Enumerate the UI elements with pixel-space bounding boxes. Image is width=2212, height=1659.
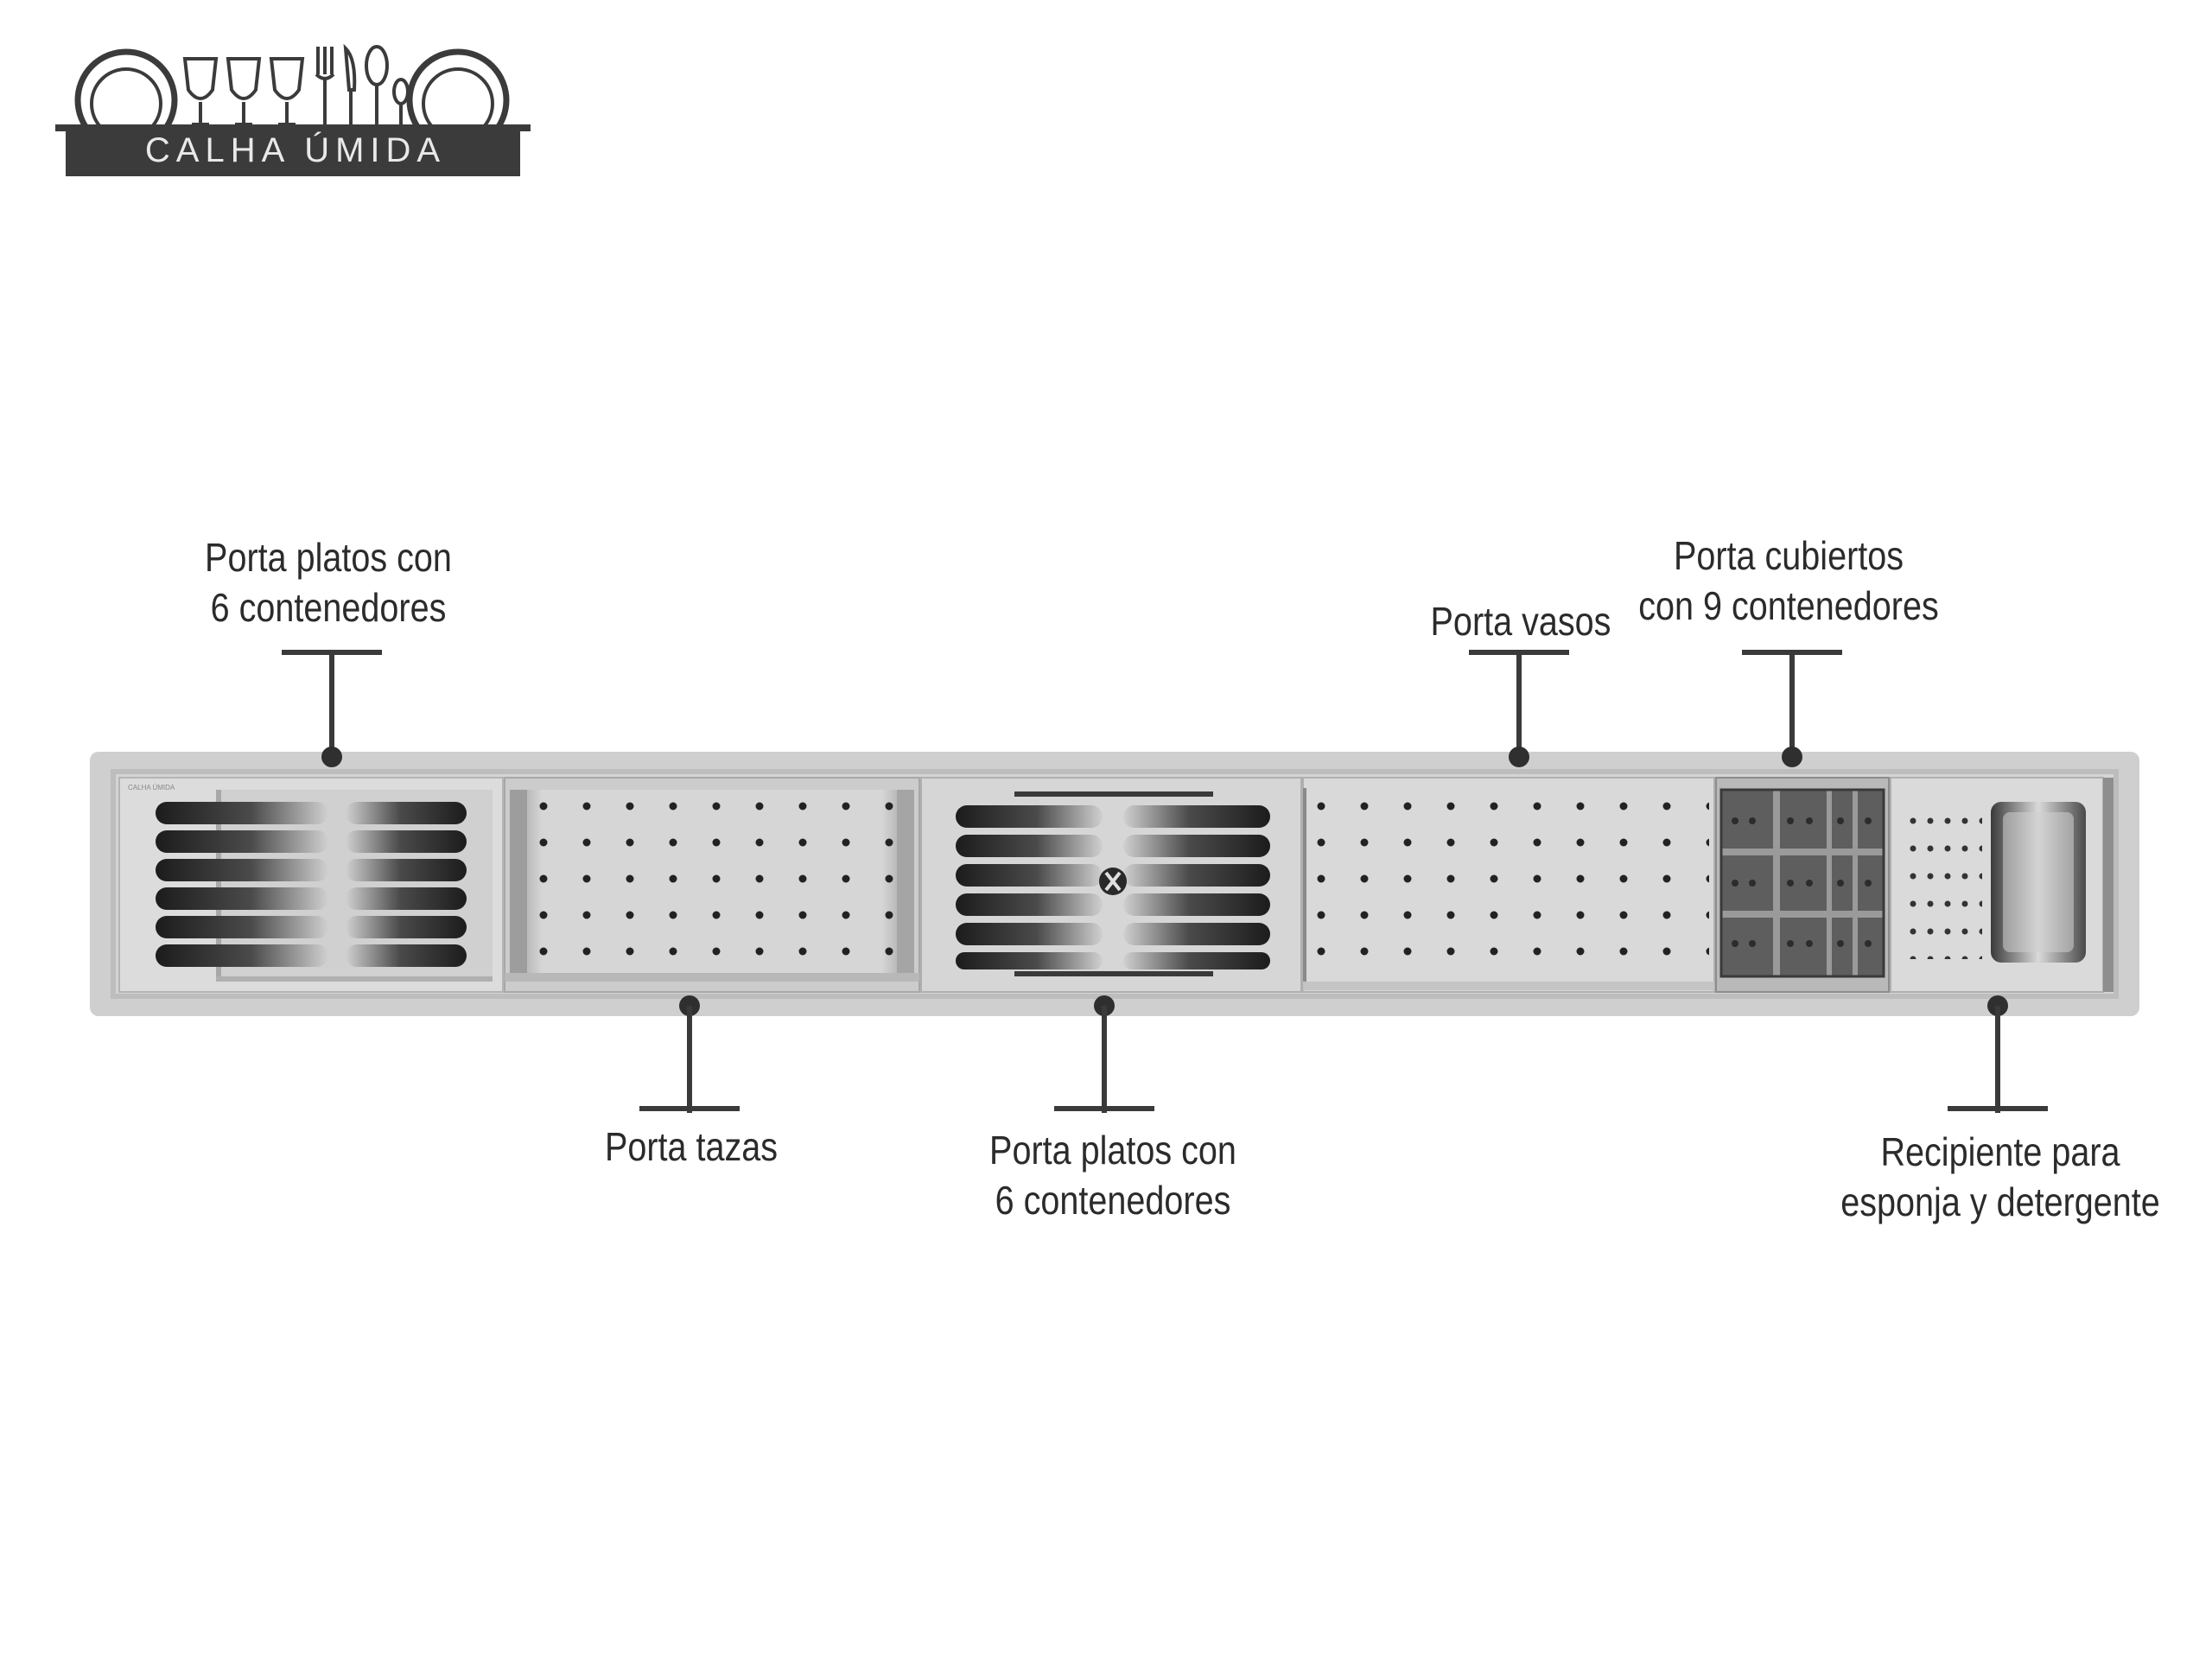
label-line: Recipiente para xyxy=(1880,1129,2120,1174)
leader-porta-platos-left xyxy=(282,650,385,771)
label-line: 6 contenedores xyxy=(995,1178,1231,1223)
label-porta-cubiertos: Porta cubiertos con 9 contenedores xyxy=(1632,531,1944,631)
label-porta-platos-center: Porta platos con 6 contenedores xyxy=(972,1125,1255,1225)
module-porta-platos-center xyxy=(920,777,1302,993)
module-porta-vasos xyxy=(1302,777,1715,993)
knife-icon xyxy=(343,43,357,124)
label-line: esponja y detergente xyxy=(1840,1179,2160,1224)
module-recipiente xyxy=(1890,777,2113,993)
module-porta-cubiertos xyxy=(1715,777,1890,993)
label-line: 6 contenedores xyxy=(210,585,447,630)
calha-rail: CALHA ÚMIDA xyxy=(90,752,2139,1016)
brand-logo: CALHA ÚMIDA xyxy=(55,41,531,180)
spoon-icon xyxy=(365,45,410,124)
leader-porta-cubiertos xyxy=(1742,650,1846,771)
label-line: Porta cubiertos xyxy=(1673,533,1904,578)
engraving-text: CALHA ÚMIDA xyxy=(128,784,175,791)
label-porta-vasos: Porta vasos xyxy=(1417,596,1625,646)
label-line: Porta tazas xyxy=(604,1124,779,1169)
logo-brand-text: CALHA ÚMIDA xyxy=(144,131,447,169)
leader-porta-tazas xyxy=(639,995,743,1116)
label-recipiente: Recipiente para esponja y detergente xyxy=(1840,1127,2160,1227)
label-line: Porta vasos xyxy=(1430,599,1611,644)
leader-recipiente xyxy=(1948,995,2051,1116)
leader-porta-platos-center xyxy=(1054,995,1158,1116)
logo-graphic xyxy=(55,43,531,176)
label-porta-tazas: Porta tazas xyxy=(572,1122,810,1172)
fork-icon xyxy=(315,47,335,124)
label-line: Porta platos con xyxy=(205,535,452,580)
wine-glass-icon xyxy=(182,57,305,126)
label-line: con 9 contenedores xyxy=(1638,583,1939,628)
module-porta-tazas xyxy=(504,777,920,993)
leader-porta-vasos xyxy=(1469,650,1573,771)
rail-illustration: CALHA ÚMIDA xyxy=(90,752,2139,1016)
label-porta-platos-left: Porta platos con 6 contenedores xyxy=(188,532,470,632)
label-line: Porta platos con xyxy=(989,1128,1236,1173)
module-porta-platos-left: CALHA ÚMIDA xyxy=(118,777,504,993)
